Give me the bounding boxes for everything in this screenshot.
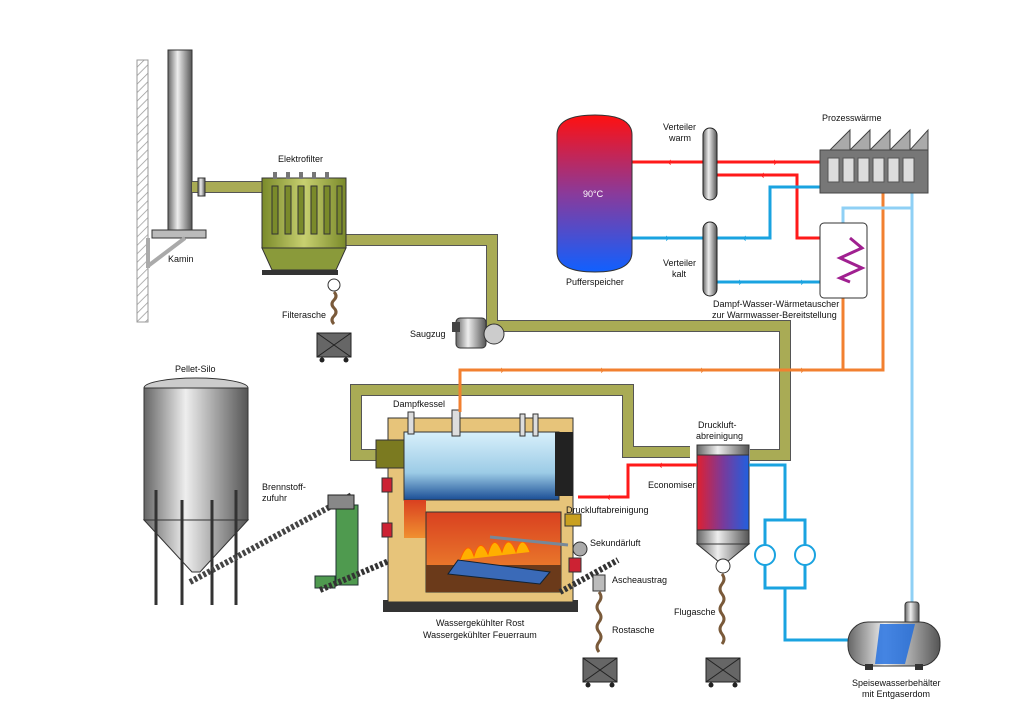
feedwater-pump-line bbox=[763, 518, 850, 642]
ash-container-filter bbox=[316, 332, 352, 363]
druckluft-boiler-label: Druckluftabreinigung bbox=[566, 505, 649, 515]
waermetauscher bbox=[819, 222, 868, 299]
druckluft-label-2: abreinigung bbox=[696, 431, 743, 441]
verteiler-warm-label-1: Verteiler bbox=[663, 122, 696, 132]
feedwater-economiser-line bbox=[749, 463, 787, 520]
rostasche-stream bbox=[595, 591, 603, 653]
svg-text:‹: ‹ bbox=[667, 155, 672, 169]
wall bbox=[136, 59, 149, 323]
economiser-label: Economiser bbox=[648, 480, 696, 490]
pufferspeicher bbox=[556, 114, 633, 273]
flugasche-stream bbox=[718, 573, 726, 645]
condensate-exchanger-line bbox=[841, 206, 912, 223]
pellet-silo-label: Pellet-Silo bbox=[175, 364, 216, 374]
svg-text:‹: ‹ bbox=[742, 231, 747, 245]
ascheaustrag-label: Ascheaustrag bbox=[612, 575, 667, 585]
svg-text:‹: ‹ bbox=[606, 490, 611, 504]
brennstoff-label-1: Brennstoff- bbox=[262, 482, 306, 492]
waermetauscher-label-1: Dampf-Wasser-Wärmetauscher bbox=[713, 299, 839, 309]
ash-container-rost bbox=[582, 657, 618, 688]
druckluft-label-1: Druckluft- bbox=[698, 420, 737, 430]
svg-text:‹: ‹ bbox=[760, 168, 765, 182]
saugzug-label: Saugzug bbox=[410, 329, 446, 339]
prozesswaerme-factory bbox=[819, 128, 929, 194]
svg-text:‹: ‹ bbox=[658, 458, 663, 472]
svg-text:›: › bbox=[738, 275, 743, 289]
svg-text:›: › bbox=[600, 363, 605, 377]
rostasche-label: Rostasche bbox=[612, 625, 655, 635]
ascheaustrag bbox=[558, 557, 620, 595]
svg-text:›: › bbox=[665, 231, 670, 245]
saugzug-fan bbox=[452, 317, 505, 349]
temperature-label: 90°C bbox=[583, 189, 604, 199]
svg-text:›: › bbox=[700, 363, 705, 377]
flugasche-label: Flugasche bbox=[674, 607, 716, 617]
filterasche-label: Filterasche bbox=[282, 310, 326, 320]
speise-label-2: mit Entgaserdom bbox=[862, 689, 930, 699]
verteiler-warm bbox=[702, 127, 718, 201]
verteiler-warm-label-2: warm bbox=[668, 133, 691, 143]
rost-label-2: Wassergekühlter Feuerraum bbox=[423, 630, 537, 640]
verteiler-kalt-label-2: kalt bbox=[672, 269, 687, 279]
pufferspeicher-label: Pufferspeicher bbox=[566, 277, 624, 287]
verteiler-kalt bbox=[702, 221, 718, 297]
dampfkessel-label: Dampfkessel bbox=[393, 399, 445, 409]
druckluft-economiser-unit bbox=[695, 444, 751, 574]
rost-label-1: Wassergekühlter Rost bbox=[436, 618, 525, 628]
svg-text:›: › bbox=[500, 363, 505, 377]
cold-water-process bbox=[717, 185, 820, 240]
pumps bbox=[754, 544, 816, 566]
brennstoff-label-2: zufuhr bbox=[262, 493, 287, 503]
prozesswaerme-label: Prozesswärme bbox=[822, 113, 882, 123]
flow-arrows: ‹ › ‹ › ‹ › › › › › › ‹ ‹ bbox=[500, 155, 805, 504]
speisewasserbehaelter bbox=[847, 601, 941, 670]
fuel-screw-conveyor bbox=[188, 492, 354, 585]
steam-line bbox=[458, 193, 885, 412]
waermetauscher-label-2: zur Warmwasser-Bereitstellung bbox=[712, 310, 837, 320]
sekundaerluft-label: Sekundärluft bbox=[590, 538, 641, 548]
verteiler-kalt-label-1: Verteiler bbox=[663, 258, 696, 268]
elektrofilter-label: Elektrofilter bbox=[278, 154, 323, 164]
svg-text:›: › bbox=[800, 275, 805, 289]
filterasche-stream bbox=[330, 290, 338, 326]
economiser-hot-line bbox=[578, 463, 697, 499]
chimney bbox=[146, 49, 207, 268]
feed-pump-1 bbox=[754, 544, 776, 566]
feed-pump-2 bbox=[794, 544, 816, 566]
ash-container-flug bbox=[705, 657, 741, 688]
kamin-label: Kamin bbox=[168, 254, 194, 264]
dampfkessel bbox=[375, 409, 588, 612]
elektrofilter bbox=[261, 172, 347, 292]
svg-text:›: › bbox=[800, 363, 805, 377]
speise-label-1: Speisewasserbehälter bbox=[852, 678, 941, 688]
svg-text:›: › bbox=[773, 155, 778, 169]
pellet-silo bbox=[142, 377, 250, 605]
